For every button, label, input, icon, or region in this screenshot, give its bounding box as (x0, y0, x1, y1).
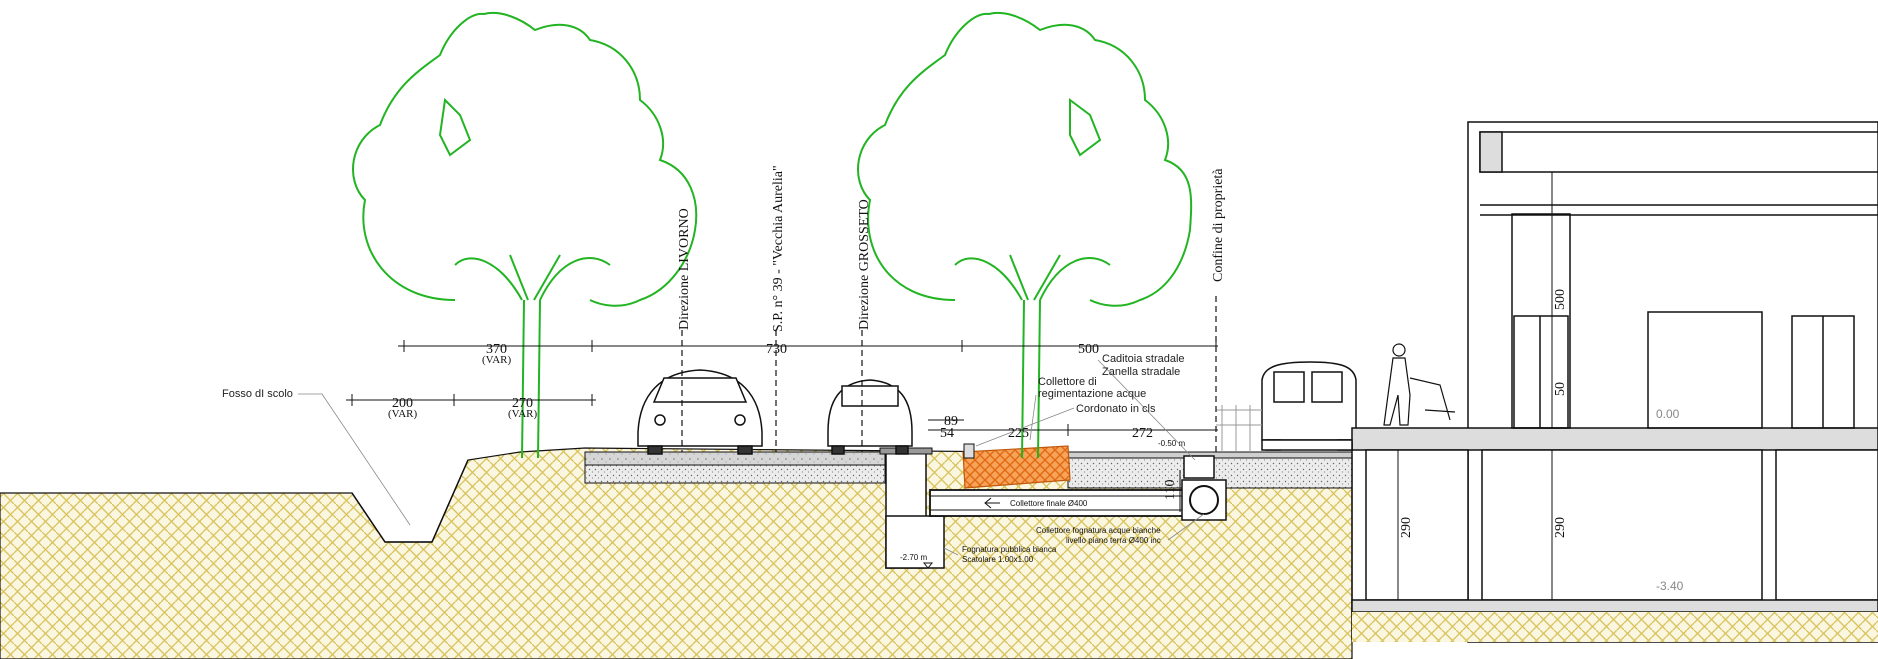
label-collettore-fognatura-1: Collettore fognatura acque bianche (1036, 526, 1161, 535)
dim-290-left: 290 (1399, 517, 1414, 538)
manhole-chamber (885, 515, 945, 569)
dim-200-var: (VAR) (388, 408, 417, 420)
label-fosso: Fosso dI scolo (222, 388, 293, 400)
dim-272: 272 (1132, 426, 1153, 441)
road-asphalt (584, 451, 886, 466)
dim-50-building: 50 (1553, 382, 1568, 396)
dim-730: 730 (766, 342, 787, 357)
level-minus340: -3.40 (1656, 579, 1684, 593)
dim-500-building: 500 (1553, 289, 1568, 310)
dim-290-right: 290 (1553, 517, 1568, 538)
building-section (1261, 121, 1878, 643)
fence (1216, 405, 1262, 452)
leader-fognatura (943, 547, 959, 556)
dim-270: 270 (512, 396, 533, 411)
dim-225: 225 (1008, 426, 1029, 441)
label-fognatura-pubblica-1: Fognatura pubblica bianca (962, 545, 1057, 554)
collettore-finale-label: Collettore finale Ø400 (1010, 499, 1088, 508)
dim-500: 500 (1078, 342, 1099, 357)
label-direzione-livorno: Direzione LIVORNO (677, 208, 692, 330)
label-collettore-fognatura-2: livello piano terra Ø400 inc (1066, 536, 1161, 545)
label-collettore-regim-2: regimentazione acque (1038, 388, 1146, 400)
pipe-section-circle (1189, 485, 1219, 515)
leader-caditoia (1097, 359, 1196, 461)
tree-right (857, 12, 1193, 459)
tree-left (352, 12, 698, 459)
label-confine: Confine di proprietà (1211, 168, 1226, 282)
dim-54: 54 (940, 426, 954, 441)
ditch-outline (351, 459, 469, 543)
level-marker-icon (922, 562, 934, 569)
drainage-gravel-trench (962, 445, 1071, 489)
road-base-layer (584, 464, 886, 484)
dim-370: 370 (486, 342, 507, 357)
label-road-name: S.P. n° 39 - "Vecchia Aurelia" (771, 165, 786, 332)
flow-arrow-icon (984, 497, 1000, 509)
car-front-view-1 (637, 369, 763, 455)
dim-89: 89 (944, 414, 958, 429)
pedestrian-figure (1383, 343, 1456, 426)
label-zanella: Zanella stradale (1102, 366, 1180, 378)
label-fognatura-pubblica-2: Scatolare 1.00x1.00 (962, 555, 1034, 564)
dim-270-var: (VAR) (508, 408, 537, 420)
level-minus050: -0.50 m (1158, 439, 1185, 448)
dim-200: 200 (392, 396, 413, 411)
level-zero: 0.00 (1656, 407, 1680, 421)
leader-collettore-fogn (1167, 513, 1205, 541)
level-minus270: -2.70 m (900, 553, 927, 562)
caditoia-grate (1183, 455, 1215, 479)
leader-cordonato (975, 407, 1075, 447)
leader-fosso (298, 393, 411, 526)
car-rear-view-2 (827, 379, 913, 455)
label-direzione-grosseto: Direzione GROSSETO (857, 199, 872, 330)
label-collettore-regim-1: Collettore di (1038, 376, 1097, 388)
dim-110: 110 (1163, 480, 1178, 500)
label-caditoia: Caditoia stradale (1102, 353, 1185, 365)
label-cordonato: Cordonato in cls (1076, 403, 1156, 415)
curb (963, 443, 975, 459)
leader-collettore-regim (1029, 394, 1037, 441)
van-rear-view (1261, 361, 1357, 451)
dim-370-var: (VAR) (482, 354, 511, 366)
